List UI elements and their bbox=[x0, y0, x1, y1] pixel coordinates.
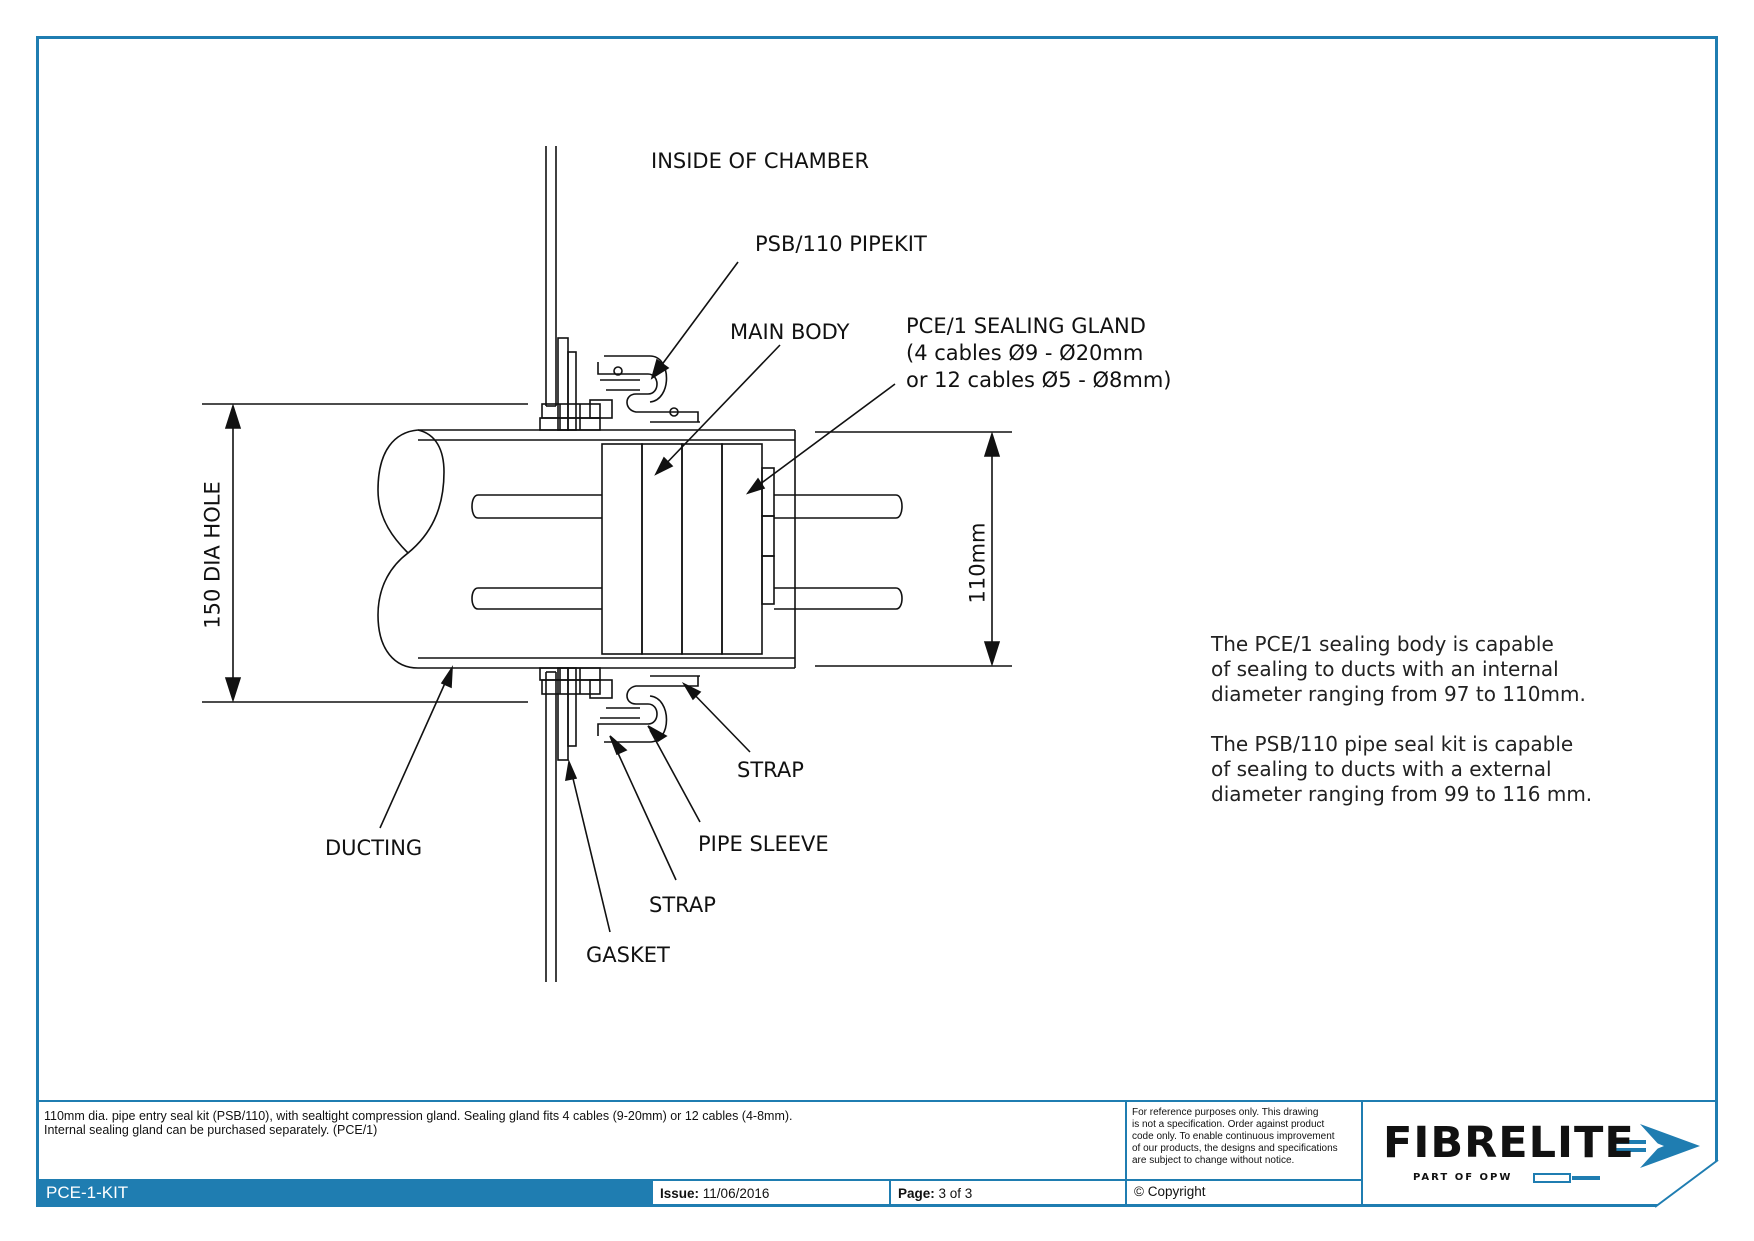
label-pipe-sleeve: PIPE SLEEVE bbox=[698, 832, 829, 856]
label-dia-hole: 150 DIA HOLE bbox=[200, 481, 225, 629]
disclaimer-line: are subject to change without notice. bbox=[1132, 1155, 1295, 1166]
page-cell: Page: 3 of 3 bbox=[898, 1186, 972, 1201]
disclaimer: For reference purposes only. This drawin… bbox=[1132, 1107, 1362, 1167]
company-logo: FIBRELITE bbox=[1383, 1118, 1635, 1168]
issue-value: 11/06/2016 bbox=[702, 1186, 770, 1201]
disclaimer-line: code only. To enable continuous improvem… bbox=[1132, 1131, 1335, 1142]
label-pipekit: PSB/110 PIPEKIT bbox=[755, 232, 927, 256]
label-inside-chamber: INSIDE OF CHAMBER bbox=[651, 149, 870, 173]
note-line: of sealing to ducts with a external bbox=[1211, 757, 1552, 781]
note-line: of sealing to ducts with an internal bbox=[1211, 657, 1559, 681]
pipekit-bottom bbox=[539, 667, 700, 761]
note-line: diameter ranging from 99 to 116 mm. bbox=[1211, 782, 1593, 806]
label-strap-bottom: STRAP bbox=[649, 893, 716, 917]
label-main-body: MAIN BODY bbox=[730, 320, 850, 344]
ducting-pipe bbox=[377, 429, 796, 669]
note-line: The PSB/110 pipe seal kit is capable bbox=[1211, 732, 1574, 756]
label-strap-right: STRAP bbox=[737, 758, 804, 782]
description-line: Internal sealing gland can be purchased … bbox=[44, 1123, 378, 1137]
logo-arrow-icon bbox=[1612, 1124, 1700, 1168]
drawing-frame bbox=[36, 36, 1718, 1207]
disclaimer-line: is not a specification. Order against pr… bbox=[1132, 1119, 1325, 1130]
page-value: 3 of 3 bbox=[938, 1186, 973, 1201]
cables bbox=[471, 494, 903, 610]
disclaimer-line: of our products, the designs and specifi… bbox=[1132, 1143, 1338, 1154]
issue-cell: Issue: 11/06/2016 bbox=[660, 1186, 769, 1201]
product-code: PCE-1-KIT bbox=[46, 1183, 129, 1202]
pipekit-top bbox=[539, 337, 700, 431]
leaders bbox=[379, 261, 896, 933]
note-line: diameter ranging from 97 to 110mm. bbox=[1211, 682, 1586, 706]
dimension-150 bbox=[224, 403, 242, 703]
label-ducting: DUCTING bbox=[325, 836, 423, 860]
label-gland-3: or 12 cables Ø5 - Ø8mm) bbox=[906, 368, 1172, 392]
label-gasket: GASKET bbox=[586, 943, 670, 967]
label-gland-1: PCE/1 SEALING GLAND bbox=[906, 314, 1146, 338]
logo-subtitle: PART OF OPW bbox=[1413, 1172, 1513, 1183]
description-line: 110mm dia. pipe entry seal kit (PSB/110)… bbox=[44, 1109, 793, 1123]
chamber-wall bbox=[545, 146, 557, 982]
label-110mm: 110mm bbox=[965, 522, 990, 604]
issue-label: Issue: bbox=[660, 1186, 700, 1201]
copyright: © Copyright bbox=[1134, 1184, 1206, 1199]
title-block bbox=[36, 1100, 1719, 1208]
note-line: The PCE/1 sealing body is capable bbox=[1211, 632, 1554, 656]
dimension-110 bbox=[983, 431, 1001, 667]
label-gland-2: (4 cables Ø9 - Ø20mm bbox=[906, 341, 1144, 365]
drawing-description: 110mm dia. pipe entry seal kit (PSB/110)… bbox=[44, 1109, 1124, 1137]
code-bar bbox=[37, 1181, 651, 1206]
page-label: Page: bbox=[898, 1186, 935, 1201]
disclaimer-line: For reference purposes only. This drawin… bbox=[1132, 1107, 1319, 1118]
sealing-gland bbox=[601, 443, 775, 655]
logo-sub-icon bbox=[1533, 1173, 1571, 1183]
